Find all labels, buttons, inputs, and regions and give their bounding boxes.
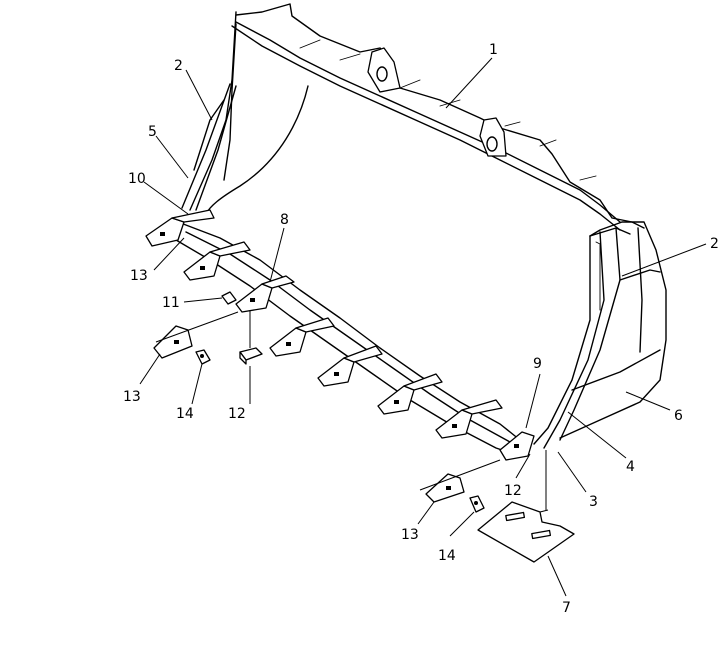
bucket-back-plate: [205, 3, 645, 231]
label-part-6: 6: [674, 408, 683, 424]
label-part-2-left: 2: [174, 58, 183, 74]
wear-plate-7: [477, 501, 575, 563]
label-part-7: 7: [562, 600, 571, 616]
tooth-2: [183, 241, 251, 281]
right-side-plate: [533, 221, 667, 449]
pin-14-left: [195, 349, 211, 365]
lock-12-left: [239, 347, 263, 365]
left-side-plate: [181, 11, 237, 211]
tooth-4: [269, 317, 335, 357]
label-part-10: 10: [128, 171, 146, 187]
label-part-8: 8: [280, 212, 289, 228]
tooth-3: [235, 275, 295, 313]
tooth-1: [145, 209, 215, 247]
label-part-13-top: 13: [130, 268, 148, 284]
label-part-14-left: 14: [176, 406, 194, 422]
bolt-11: [221, 291, 237, 305]
label-part-12-right: 12: [504, 483, 522, 499]
label-part-4: 4: [626, 459, 635, 475]
label-part-1: 1: [489, 42, 498, 58]
pin-14-right: [469, 495, 485, 513]
label-part-11: 11: [162, 295, 180, 311]
label-part-13-mid: 13: [123, 389, 141, 405]
label-part-12-left: 12: [228, 406, 246, 422]
tooth-8: [499, 431, 535, 461]
tooth-13-left-exploded: [153, 325, 193, 359]
part-labels: 1 2 2 3 4 5 6 7 8 9 10 11 12 12 13 13 13…: [123, 42, 719, 616]
label-part-5: 5: [148, 124, 157, 140]
tooth-13-right-exploded: [425, 473, 465, 503]
label-part-2-right: 2: [710, 236, 719, 252]
leader-lines: [139, 57, 707, 597]
label-part-3: 3: [589, 494, 598, 510]
tooth-adapters: [145, 209, 535, 461]
label-part-13-right: 13: [401, 527, 419, 543]
tooth-6: [377, 373, 443, 415]
tooth-7: [435, 399, 503, 439]
label-part-14-right: 14: [438, 548, 456, 564]
tooth-5: [317, 345, 383, 387]
label-part-9: 9: [533, 356, 542, 372]
